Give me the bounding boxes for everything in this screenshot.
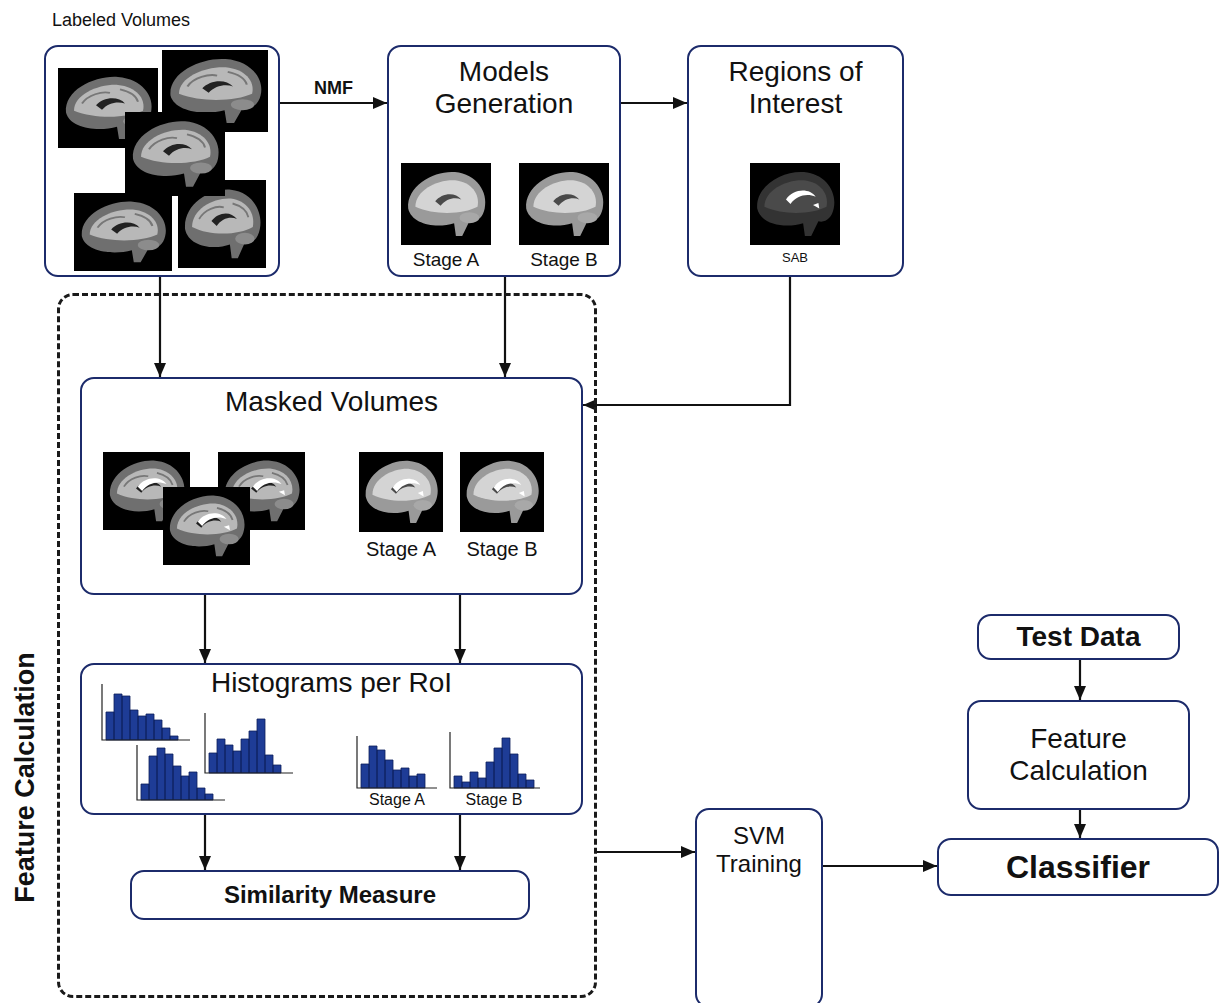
histogram-bars xyxy=(141,748,213,800)
histogram-bars xyxy=(106,694,178,740)
box-title: Histograms per RoI xyxy=(88,667,575,699)
process-box: Histograms per RoI Stage A Stage B xyxy=(80,663,583,815)
arrow-connector xyxy=(621,102,687,104)
arrow-connector xyxy=(459,595,461,663)
edge-label: NMF xyxy=(312,79,355,99)
input-box: Labeled Volumes xyxy=(44,45,280,277)
masked-slice xyxy=(163,487,250,565)
image-caption: Stage B xyxy=(452,538,552,561)
mri-slice xyxy=(74,193,172,271)
arrow-connector xyxy=(504,277,506,377)
image-caption: Stage B xyxy=(449,791,539,809)
process-box: Models GenerationStage A Stage B xyxy=(387,45,621,277)
arrow-connector xyxy=(823,865,937,867)
box-title: Classifier xyxy=(945,849,1211,886)
histogram xyxy=(137,745,225,800)
model-image xyxy=(401,163,491,245)
image-caption: Stage B xyxy=(514,249,614,271)
histogram-axis xyxy=(450,732,540,788)
histogram-axis xyxy=(137,745,225,800)
histogram-axis xyxy=(357,736,437,788)
arrow-connector xyxy=(204,815,206,870)
histogram-bars xyxy=(361,746,425,788)
histogram xyxy=(205,713,293,773)
mri-slice xyxy=(125,112,225,196)
process-box: Masked VolumesStage AStage B xyxy=(80,377,583,595)
group-region: Feature CalculationMasked VolumesStage A… xyxy=(57,293,597,998)
input-box: Test Data xyxy=(977,614,1180,660)
arrow-connector xyxy=(280,102,387,104)
image-caption: Stage A xyxy=(352,791,442,809)
image-caption: Stage A xyxy=(396,249,496,271)
model-image xyxy=(519,163,609,245)
arrow-connector xyxy=(583,277,790,405)
box-title: Feature Calculation xyxy=(975,723,1182,787)
masked-model xyxy=(359,452,443,532)
box-title: Regions of Interest xyxy=(695,56,896,120)
box-title: Test Data xyxy=(985,621,1172,653)
box-title: SVM Training xyxy=(699,822,819,877)
arrow-connector xyxy=(1079,810,1081,838)
image-caption: Stage A xyxy=(351,538,451,561)
process-box: Feature Calculation xyxy=(967,700,1190,810)
roi-image xyxy=(750,163,840,245)
group-label: Feature Calculation xyxy=(9,652,40,903)
masked-model xyxy=(460,452,544,532)
box-heading: Labeled Volumes xyxy=(52,10,312,31)
histogram-axis xyxy=(205,713,293,773)
histogram xyxy=(357,736,437,788)
process-box: Similarity Measure xyxy=(130,870,530,920)
histogram-bars xyxy=(209,719,281,773)
process-box: SVM Training xyxy=(695,808,823,1003)
arrow-connector xyxy=(204,595,206,663)
process-box: Regions of InterestSAB xyxy=(687,45,904,277)
box-title: Similarity Measure xyxy=(138,881,522,909)
arrow-connector xyxy=(159,277,161,377)
image-caption: SAB xyxy=(745,251,845,266)
histogram xyxy=(450,732,540,788)
histogram xyxy=(102,684,190,740)
box-title: Models Generation xyxy=(395,56,613,120)
arrow-connector xyxy=(597,851,695,853)
arrow-connector xyxy=(459,815,461,870)
arrow-connector xyxy=(1079,660,1081,700)
histogram-bars xyxy=(454,738,534,788)
histogram-axis xyxy=(102,684,190,740)
box-title: Masked Volumes xyxy=(88,386,575,418)
output-box: Classifier xyxy=(937,838,1219,896)
